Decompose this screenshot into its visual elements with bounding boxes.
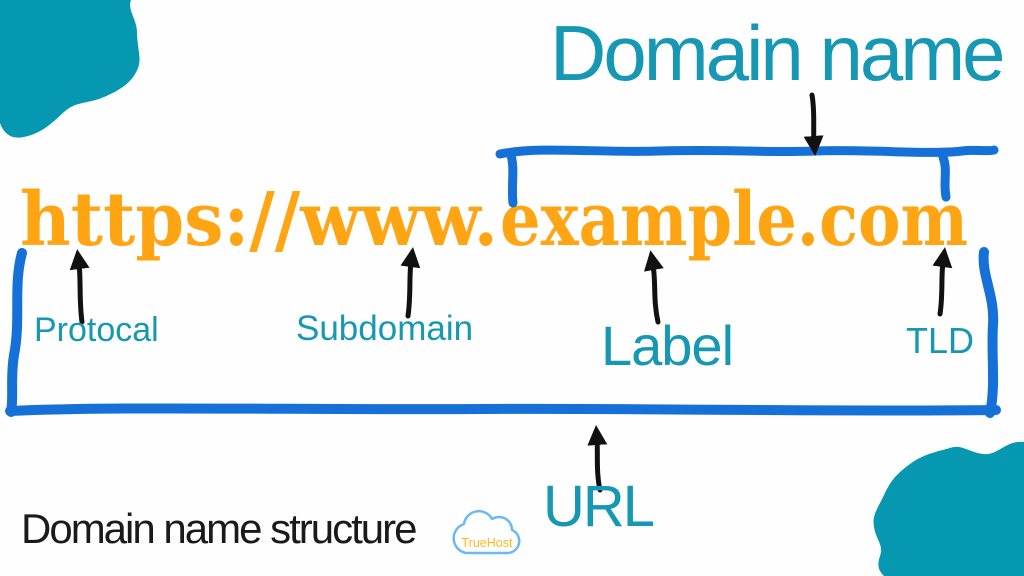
url-text: https://www. example.com [20,177,968,263]
url-text-domain: example.com [500,177,968,263]
caption: Domain name structure [21,505,418,552]
subdomain-label: Subdomain [296,309,474,348]
cloud-icon [452,509,521,555]
truehost-logo-text: TrueHost [462,536,513,550]
url-label: URL [543,474,655,539]
protocol-label: Protocal [34,311,159,349]
url-arrow-icon [587,425,608,493]
tld-label: TLD [906,320,975,361]
page-title: Domain name [550,9,1006,97]
domain-name-arrow-icon [803,92,824,156]
url-text-protocol: https://www. [20,177,498,263]
corner-blob-bottom-right [873,441,1024,576]
label-label: Label [601,314,734,377]
truehost-logo: TrueHost [452,509,521,555]
tld-arrow-icon [932,247,953,317]
arrows [69,92,953,493]
url-bracket [5,247,1001,418]
corner-blob-top-left [0,0,140,138]
label-arrow-icon [644,250,664,325]
protocol-arrow-icon [69,249,90,325]
subdomain-arrow-icon [400,247,421,319]
domain-bracket [495,145,999,208]
